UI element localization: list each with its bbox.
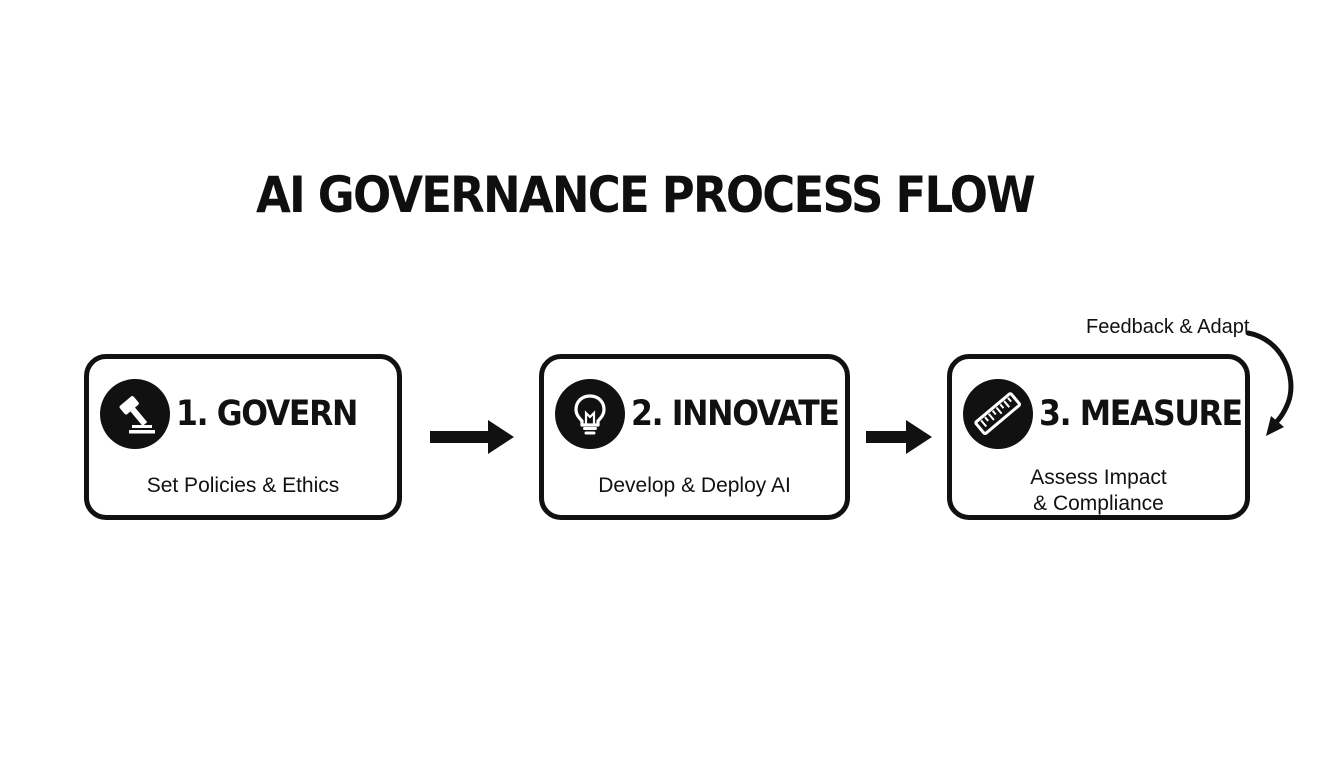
ruler-icon [963, 379, 1033, 449]
step-innovate-description: Develop & Deploy AI [598, 474, 791, 497]
gavel-icon [100, 379, 170, 449]
step-govern-description: Set Policies & Ethics [146, 474, 340, 497]
step-measure-title: 3. MEASURE [1039, 394, 1243, 434]
flow-arrow-1 [430, 420, 514, 454]
feedback-loop-arrow [1245, 330, 1294, 436]
step-govern-box: 1. GOVERN Set Policies & Ethics [84, 354, 402, 520]
step-measure-box: 3. MEASURE Assess Impact & Compliance [947, 354, 1250, 520]
step-measure-description: Assess Impact & Compliance [1030, 466, 1167, 515]
diagram-title: AI GOVERNANCE PROCESS FLOW [255, 166, 1036, 224]
flow-arrow-2 [866, 420, 932, 454]
step-innovate-box: 2. INNOVATE Develop & Deploy AI [539, 354, 850, 520]
step-govern-title: 1. GOVERN [176, 394, 358, 434]
feedback-label: Feedback & Adapt [1086, 316, 1250, 338]
step-innovate-header: 2. INNOVATE [555, 379, 862, 449]
step-govern-header: 1. GOVERN [100, 379, 377, 449]
step-innovate-title: 2. INNOVATE [631, 394, 840, 434]
step-measure-header: 3. MEASURE [963, 379, 1264, 449]
lightbulb-icon [555, 379, 625, 449]
